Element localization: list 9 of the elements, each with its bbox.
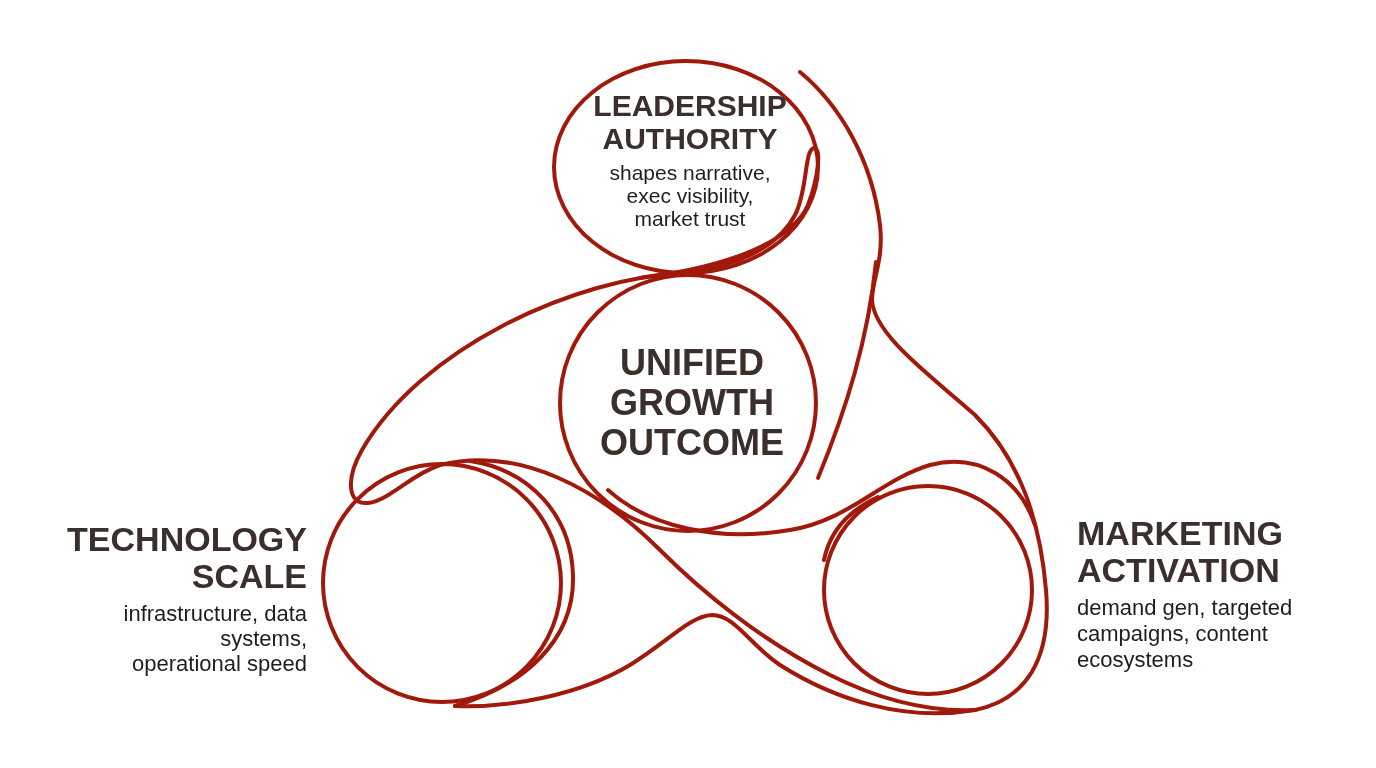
circle-node <box>552 59 820 275</box>
node-description: infrastructure, data systems, operational speed <box>122 601 307 676</box>
node-description: shapes narrative, exec visibility, market trust <box>608 161 772 230</box>
node-description: demand gen, targeted campaigns, content ecosystems <box>1077 595 1294 673</box>
node-heading: TECHNOLOGY SCALE <box>66 521 307 595</box>
node-heading: MARKETING ACTIVATION <box>1077 515 1284 589</box>
node-heading: LEADERSHIP AUTHORITY <box>592 89 788 155</box>
circle-node <box>558 273 818 533</box>
node-heading: UNIFIED GROWTH OUTCOME <box>599 343 785 463</box>
